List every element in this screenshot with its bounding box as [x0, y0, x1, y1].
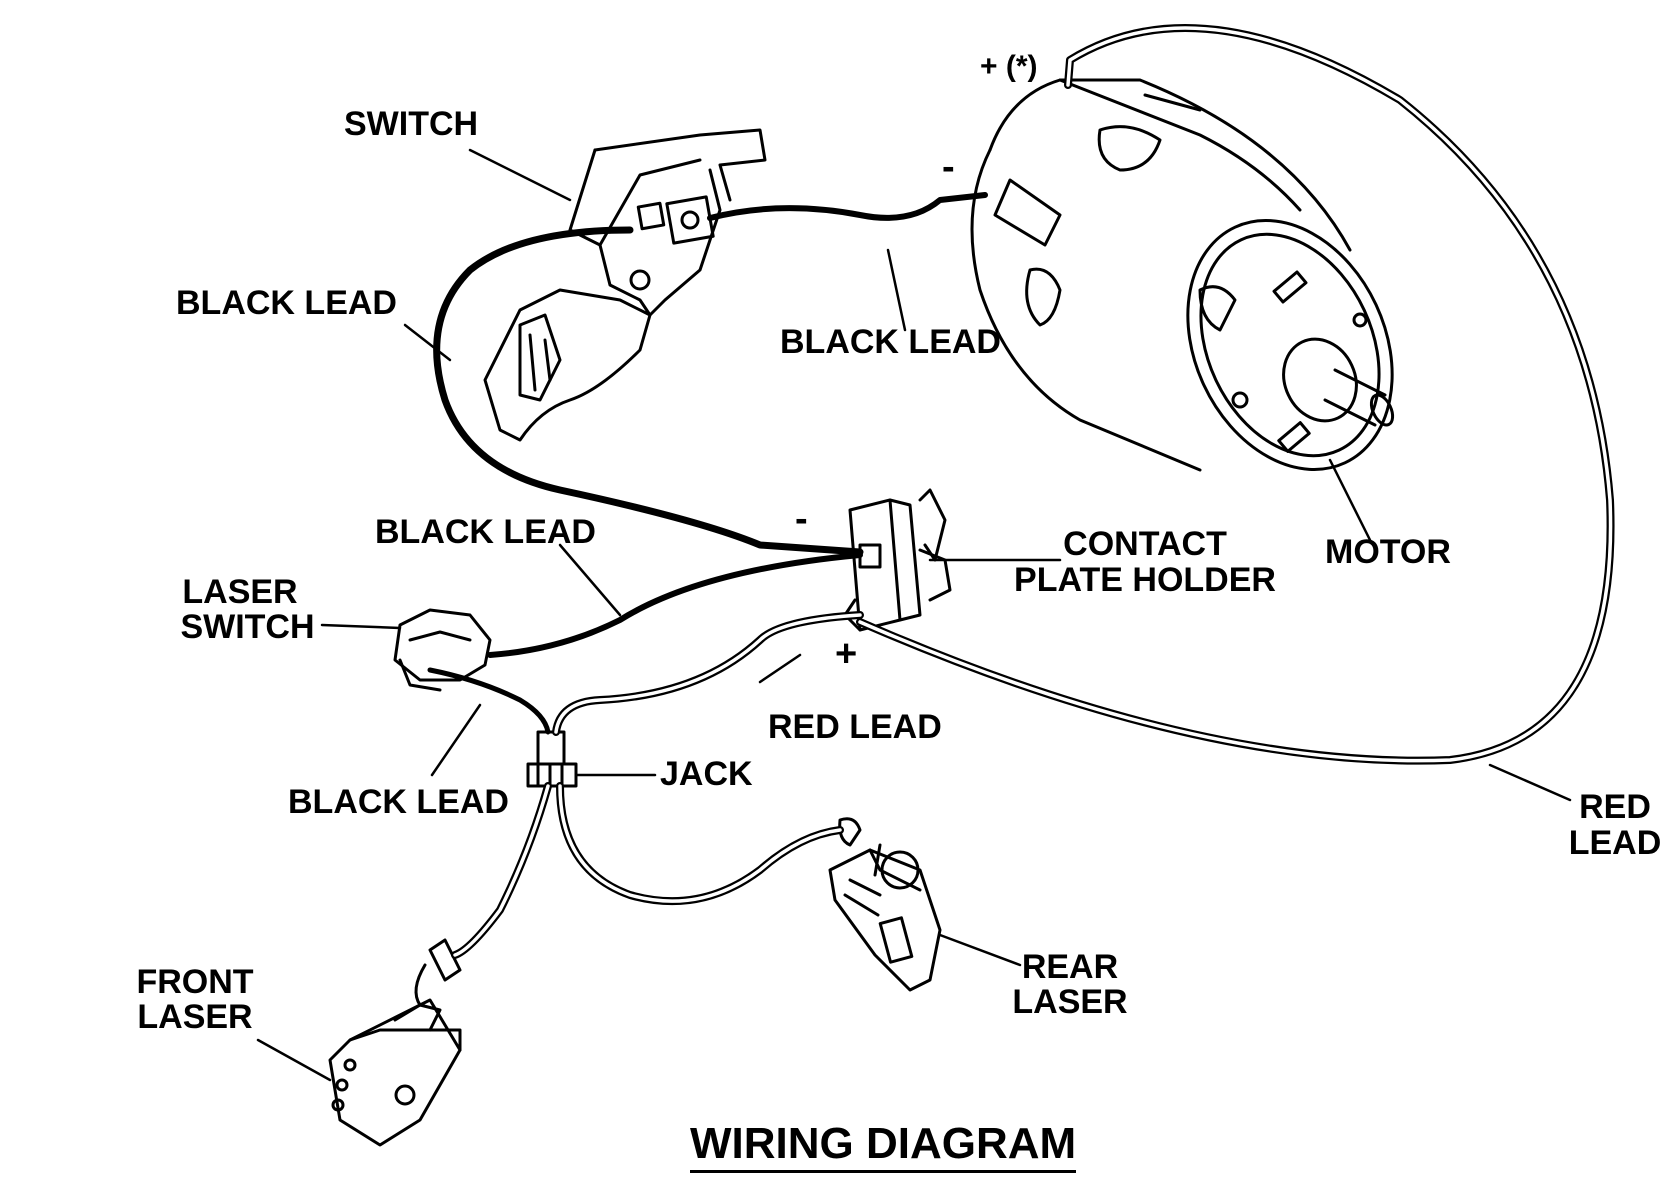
motor	[970, 78, 1395, 472]
laser-switch-label-line2: SWITCH	[180, 608, 315, 646]
motor-label: MOTOR	[1325, 533, 1451, 571]
red-lead-label-middle: RED LEAD	[768, 708, 942, 746]
rear-laser-label-line2: LASER	[1012, 983, 1128, 1021]
contact-minus-mark: -	[795, 498, 808, 540]
switch	[483, 128, 767, 442]
black-lead-label-motor: BLACK LEAD	[780, 323, 1001, 361]
contact-plate-holder-label-line2: PLATE HOLDER	[1014, 561, 1276, 599]
motor-plus-mark: + (*)	[980, 50, 1038, 83]
laser-switch-label-line1: LASER	[182, 573, 298, 611]
switch-label: SWITCH	[344, 105, 479, 143]
jack-label: JACK	[660, 755, 753, 793]
contact-plus-mark: +	[835, 633, 858, 675]
rear-laser	[828, 817, 942, 992]
motor-minus-mark: -	[942, 146, 955, 188]
black-lead-switch-contact	[433, 226, 864, 556]
red-lead-label-right-line2: LEAD	[1568, 824, 1662, 862]
black-lead-label-bottom: BLACK LEAD	[288, 783, 509, 821]
leader-lines	[256, 148, 1572, 1082]
rear-laser-label-line1: REAR	[1021, 948, 1119, 986]
laser-switch	[393, 608, 492, 692]
black-lead-laser-contact	[487, 552, 863, 658]
front-laser	[328, 938, 462, 1147]
diagram-title: WIRING DIAGRAM	[690, 1122, 1077, 1173]
black-lead-label-left: BLACK LEAD	[176, 284, 397, 322]
contact-plate-holder-label-line1: CONTACT	[1063, 525, 1227, 563]
black-lead-laser-jack	[427, 667, 551, 735]
front-laser-label-line2: LASER	[137, 998, 253, 1036]
black-lead-label-middle: BLACK LEAD	[375, 513, 596, 551]
front-laser-label-line1: FRONT	[136, 963, 254, 1001]
red-lead-label-right-line1: RED	[1579, 788, 1651, 826]
black-lead-switch-motor	[707, 192, 988, 221]
jack	[526, 730, 578, 788]
